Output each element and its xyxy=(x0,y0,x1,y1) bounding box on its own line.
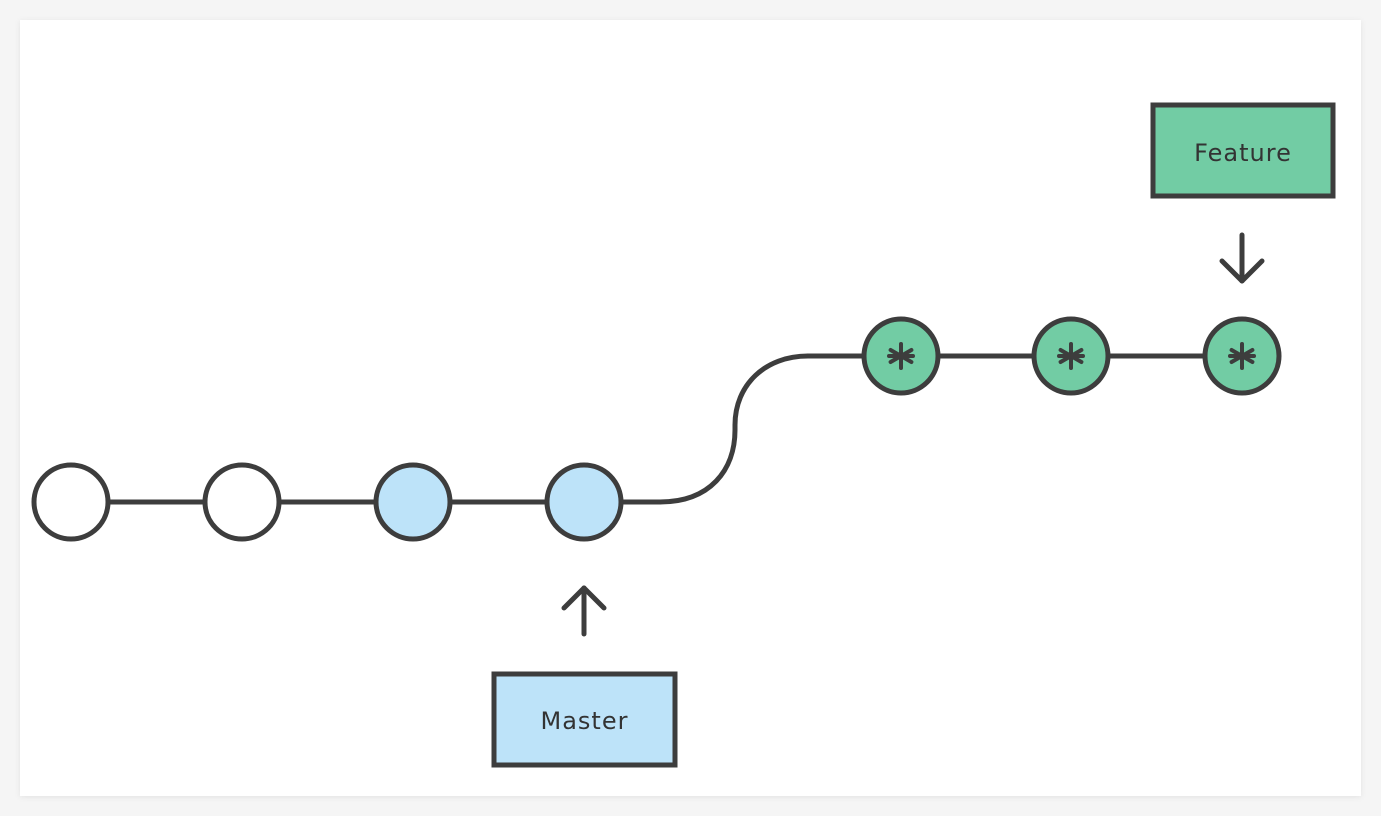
feature-commits xyxy=(861,316,1282,396)
master-commits xyxy=(31,462,624,542)
commit-node xyxy=(31,462,111,542)
feature-pointer-arrow-icon xyxy=(1219,232,1265,284)
diagram-card xyxy=(20,20,1361,796)
asterisk-icon xyxy=(887,342,915,370)
master-pointer-arrow-icon xyxy=(561,585,607,637)
asterisk-icon xyxy=(1057,342,1085,370)
feature-commit-node xyxy=(1202,316,1282,396)
master-label-text: Master xyxy=(541,707,629,735)
commit-node xyxy=(202,462,282,542)
feature-label-text: Feature xyxy=(1194,139,1292,167)
asterisk-icon xyxy=(1228,342,1256,370)
feature-commit-node xyxy=(861,316,941,396)
feature-commit-node xyxy=(1031,316,1111,396)
feature-label: Feature xyxy=(1150,102,1336,199)
commit-node xyxy=(544,462,624,542)
commit-node xyxy=(373,462,453,542)
master-label: Master xyxy=(491,671,678,768)
branch-curve xyxy=(657,353,811,505)
